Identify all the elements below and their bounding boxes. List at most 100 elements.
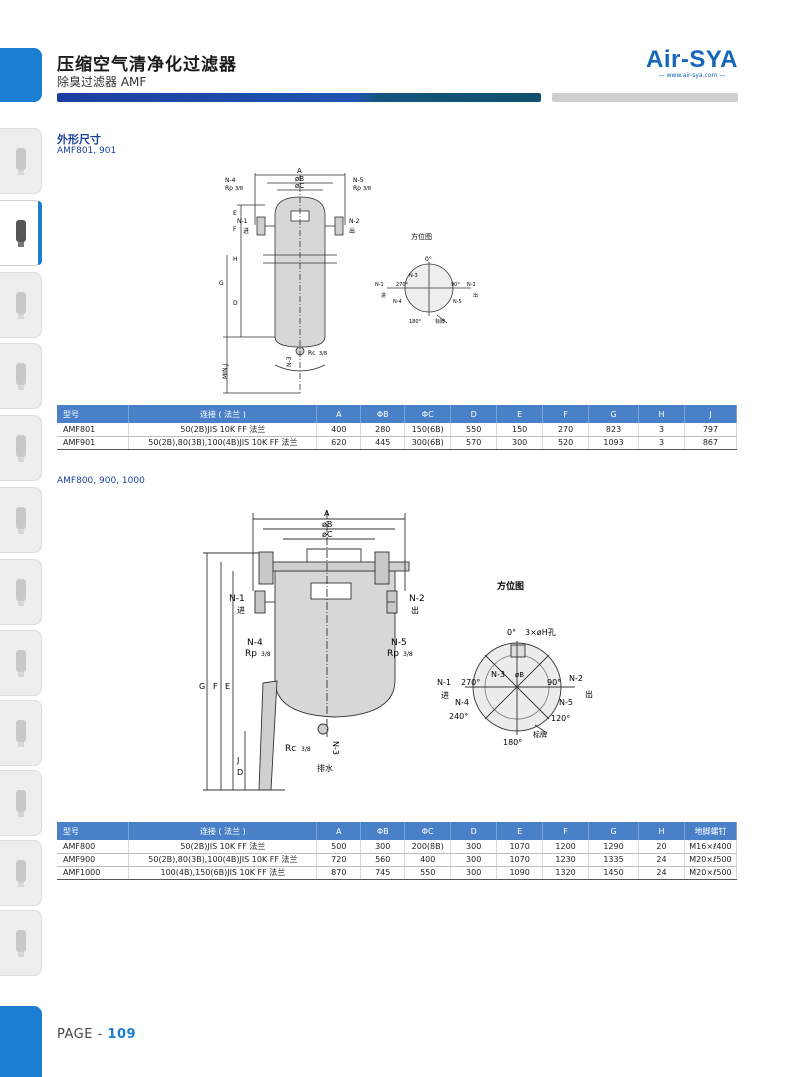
table-cell: 1450 [588,866,639,880]
sidebar-tab-4[interactable] [0,343,42,409]
column-header: F [542,405,590,423]
model-label-1: AMF801, 901 [57,146,117,156]
column-header: H [638,405,685,423]
table-cell: 300(6B) [404,436,452,450]
filter-icon [15,148,26,175]
nozzle-n4-rp-size: 3/8 [235,186,243,192]
orient-270: 270° [396,282,409,288]
table-cell: 1230 [542,853,590,867]
column-header: ΦB [360,822,406,840]
column-header: G [588,405,640,423]
column-header: G [588,822,639,840]
table-cell: 1335 [588,853,639,867]
sidebar-tab-8[interactable] [0,630,42,696]
column-header: E [496,822,544,840]
table-cell: AMF801 [57,423,130,437]
table-cell: M20×ℓ500 [684,853,738,867]
table-cell: 867 [684,436,738,450]
nozzle2-n5-rp-size: 3/8 [403,651,413,658]
model-label-2: AMF800, 900, 1000 [57,476,145,486]
orient2-n5: N-5 [559,698,573,707]
sidebar-tab-5[interactable] [0,415,42,481]
dim-F: F [233,226,237,233]
table-cell: 20 [638,840,685,854]
sidebar-tab-2[interactable] [0,200,42,266]
column-header: 连接 ( 法兰 ) [128,405,318,423]
column-header: 地脚螺钉 [684,822,738,840]
orient2-n3: N-3 [491,670,505,679]
orient2-oB: øB [515,671,524,679]
table-cell: 1090 [496,866,544,880]
nozzle-n2: N-2 [349,218,360,225]
column-header: 型号 [57,822,130,840]
table-cell: 1320 [542,866,590,880]
table-cell: 550 [404,866,452,880]
sidebar-tab-9[interactable] [0,700,42,766]
sidebar-top-accent [0,48,42,102]
column-header: E [496,405,544,423]
table-cell: 1070 [496,840,544,854]
table-cell: AMF901 [57,436,130,450]
sidebar-tab-11[interactable] [0,840,42,906]
table-cell: 870 [316,866,362,880]
nozzle2-n2: N-2 [409,594,425,604]
table-cell: 300 [496,436,544,450]
sidebar [0,0,44,1077]
section-title: 外形尺寸 [57,133,101,146]
table-cell: 1093 [588,436,640,450]
table-cell: 1070 [496,853,544,867]
table-cell: 300 [450,840,498,854]
orient2-nameplate: 标牌 [533,730,547,739]
sidebar-tab-12[interactable] [0,910,42,976]
dimension-drawing-2: A øB øC N-1 进 N-2 出 N-4 Rp 3/8 N-5 Rp 3/… [199,509,593,791]
dim2-label-oC: øC [322,530,333,539]
dim-G: G [219,280,224,287]
dim2-D: D [237,768,243,777]
orient2-in: 进 [441,691,449,700]
table-cell: 150(6B) [404,423,452,437]
outlet2-label: 出 [411,605,419,615]
drain2-rc-size: 3/8 [301,746,311,753]
sidebar-tab-1[interactable] [0,128,42,194]
nozzle-n4-rp: Rp [225,185,233,192]
nozzle-n1: N-1 [237,218,248,225]
sidebar-tab-6[interactable] [0,487,42,553]
sidebar-tab-7[interactable] [0,559,42,625]
table-cell: 620 [316,436,362,450]
brand-logo: Air-SYA — www.air-sya.com — [644,46,740,79]
column-header: ΦC [404,822,452,840]
table-cell: 50(2B)JIS 10K FF 法兰 [128,423,318,437]
nozzle2-n5: N-5 [391,638,407,648]
drain-icon [15,435,26,462]
table-cell: 1200 [542,840,590,854]
orient-out: 出 [473,292,478,299]
orient-90: 90° [451,282,460,288]
nozzle-n5: N-5 [353,177,364,184]
orient-n1: N-1 [375,282,384,288]
table-cell: AMF1000 [57,866,130,880]
filter-bowl-icon [15,220,26,247]
table-cell: 3 [638,423,685,437]
dim2-F: F [213,682,218,691]
drain2-label: 排水 [317,763,333,773]
column-header: ΦC [404,405,452,423]
table-cell: 270 [542,423,590,437]
nozzle2-n5-rp: Rp [387,649,399,659]
table-cell: 720 [316,853,362,867]
orient2-180: 180° [503,738,522,747]
nozzle-n5-rp-size: 3/8 [363,186,371,192]
dim-D: D [233,300,238,307]
nozzle2-n1: N-1 [229,594,245,604]
dim-label-oB: øB [295,175,304,183]
sidebar-bottom-accent [0,1006,42,1077]
dim2-label-oB: øB [322,520,332,529]
sidebar-tab-3[interactable] [0,272,42,338]
dim-MINJ: MIN.J [222,364,229,379]
table-cell: 1290 [588,840,639,854]
dryer-icon [15,507,26,534]
table-cell: 300 [450,853,498,867]
sidebar-tab-10[interactable] [0,770,42,836]
table-cell: 500 [316,840,362,854]
